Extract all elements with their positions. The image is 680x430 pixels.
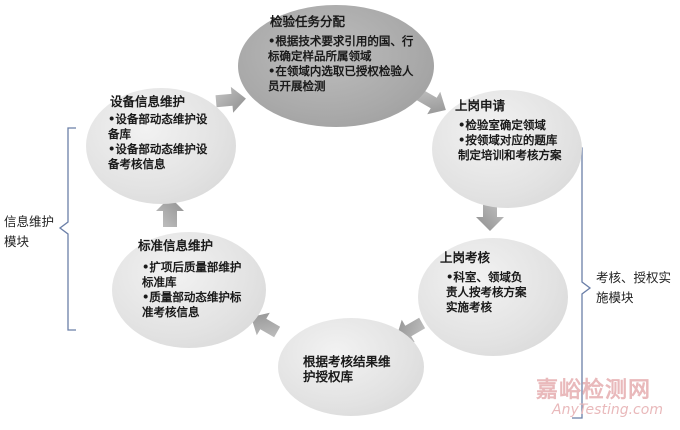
right-group-label: 考核、授权实施模块 xyxy=(596,270,672,305)
node-equipment-maintenance-item: •设备部动态维护设备考核信息 xyxy=(108,142,208,171)
left-bracket xyxy=(58,127,76,331)
node-job-application-body: •检验室确定领域 •按领域对应的题库制定培训和考核方案 xyxy=(458,118,564,163)
node-standard-maintenance-item: •质量部动态维护标准考核信息 xyxy=(142,290,242,319)
node-task-allocation xyxy=(238,5,434,127)
arrow-task-to-apply xyxy=(416,89,446,115)
node-authorization-title: 根据考核结果维护授权库 xyxy=(303,354,391,384)
node-authorization xyxy=(278,318,424,416)
node-job-application-item: •检验室确定领域 xyxy=(458,118,546,132)
node-job-examination-body: •科室、领域负责人按考核方案实施考核 xyxy=(446,270,532,315)
node-job-application-item: •按领域对应的题库制定培训和考核方案 xyxy=(458,133,562,162)
node-job-application-title: 上岗申请 xyxy=(455,98,506,113)
node-job-application xyxy=(432,90,582,208)
arrow-standard-to-equipment xyxy=(156,197,184,227)
node-job-examination-item: •科室、领域负责人按考核方案实施考核 xyxy=(446,270,527,314)
node-equipment-maintenance-title: 设备信息维护 xyxy=(110,94,186,109)
node-standard-maintenance-title: 标准信息维护 xyxy=(138,238,214,253)
node-equipment-maintenance-body: •设备部动态维护设备库 •设备部动态维护设备考核信息 xyxy=(108,112,212,172)
left-group-label: 信息维护模块 xyxy=(4,214,55,249)
node-equipment-maintenance xyxy=(86,88,236,204)
node-task-allocation-item: •在领域内选取已授权检验人员开展检测 xyxy=(268,64,414,93)
watermark-text-en: AnyTesting.com xyxy=(552,402,663,418)
node-job-examination-title: 上岗考核 xyxy=(440,250,491,265)
node-task-allocation-title: 检验任务分配 xyxy=(270,14,346,29)
node-standard-maintenance-body: •扩项后质量部维护标准库 •质量部动态维护标准考核信息 xyxy=(142,260,248,320)
node-standard-maintenance-item: •扩项后质量部维护标准库 xyxy=(142,260,242,289)
node-equipment-maintenance-item: •设备部动态维护设备库 xyxy=(108,112,208,141)
node-task-allocation-body: •根据技术要求引用的国、行标确定样品所属领域 •在领域内选取已授权检验人员开展检… xyxy=(268,34,414,94)
right-bracket xyxy=(572,147,592,419)
watermark-text-cn: 嘉峪检测网 xyxy=(536,378,652,403)
arrow-equipment-to-task xyxy=(215,86,246,113)
arrow-auth-to-standard xyxy=(251,312,281,338)
node-task-allocation-item: •根据技术要求引用的国、行标确定样品所属领域 xyxy=(268,34,414,63)
node-standard-maintenance xyxy=(112,232,266,348)
arrow-apply-to-exam xyxy=(476,201,504,231)
node-job-examination xyxy=(418,238,568,356)
